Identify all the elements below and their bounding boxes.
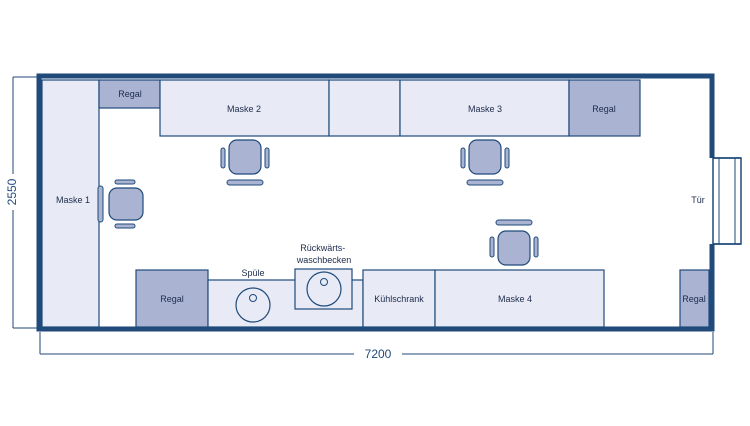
- regal-top-right[interactable]: Regal: [568, 79, 641, 137]
- regal-bottom-left-label: Regal: [160, 294, 184, 304]
- height-label: 2550: [5, 178, 19, 205]
- office-chair-icon[interactable]: [97, 179, 144, 229]
- spuele-label: Spüle: [241, 268, 264, 278]
- door-icon: [712, 157, 742, 245]
- door-label: Tür: [691, 195, 705, 205]
- regal-bottom-right[interactable]: Regal: [679, 269, 710, 328]
- maske-1-bench[interactable]: Maske 1: [41, 79, 100, 328]
- office-chair-icon[interactable]: [460, 139, 510, 186]
- regal-top-left[interactable]: Regal: [98, 79, 161, 109]
- rueckwaertswaschbecken[interactable]: [294, 268, 353, 310]
- width-label: 7200: [365, 347, 392, 361]
- maske-3-bench[interactable]: Maske 3: [399, 79, 570, 137]
- rueckwaertswaschbecken-label: Rückwärts- waschbecken: [296, 243, 352, 265]
- regal-top-right-label: Regal: [592, 104, 616, 114]
- sink-basin-icon: [235, 287, 271, 323]
- kuehlschrank-label: Kühlschrank: [374, 294, 424, 304]
- regal-bottom-left[interactable]: Regal: [135, 269, 209, 328]
- maske-2-label: Maske 2: [227, 104, 261, 114]
- sink-basin-icon: [306, 271, 342, 307]
- kuehlschrank[interactable]: Kühlschrank: [362, 269, 436, 328]
- maske-4-bench[interactable]: Maske 4: [434, 269, 605, 328]
- maske-1-label: Maske 1: [56, 195, 90, 205]
- top-bench-middle[interactable]: [328, 79, 401, 137]
- maske-4-label: Maske 4: [498, 294, 532, 304]
- office-chair-icon[interactable]: [220, 139, 270, 186]
- regal-bottom-right-label: Regal: [682, 294, 706, 304]
- dimension-width: 7200: [39, 332, 714, 361]
- maske-3-label: Maske 3: [468, 104, 502, 114]
- maske-2-bench[interactable]: Maske 2: [159, 79, 330, 137]
- door[interactable]: [709, 157, 742, 245]
- office-chair-icon[interactable]: [489, 219, 539, 266]
- dimension-height: 2550: [5, 76, 37, 329]
- regal-top-left-label: Regal: [118, 89, 142, 99]
